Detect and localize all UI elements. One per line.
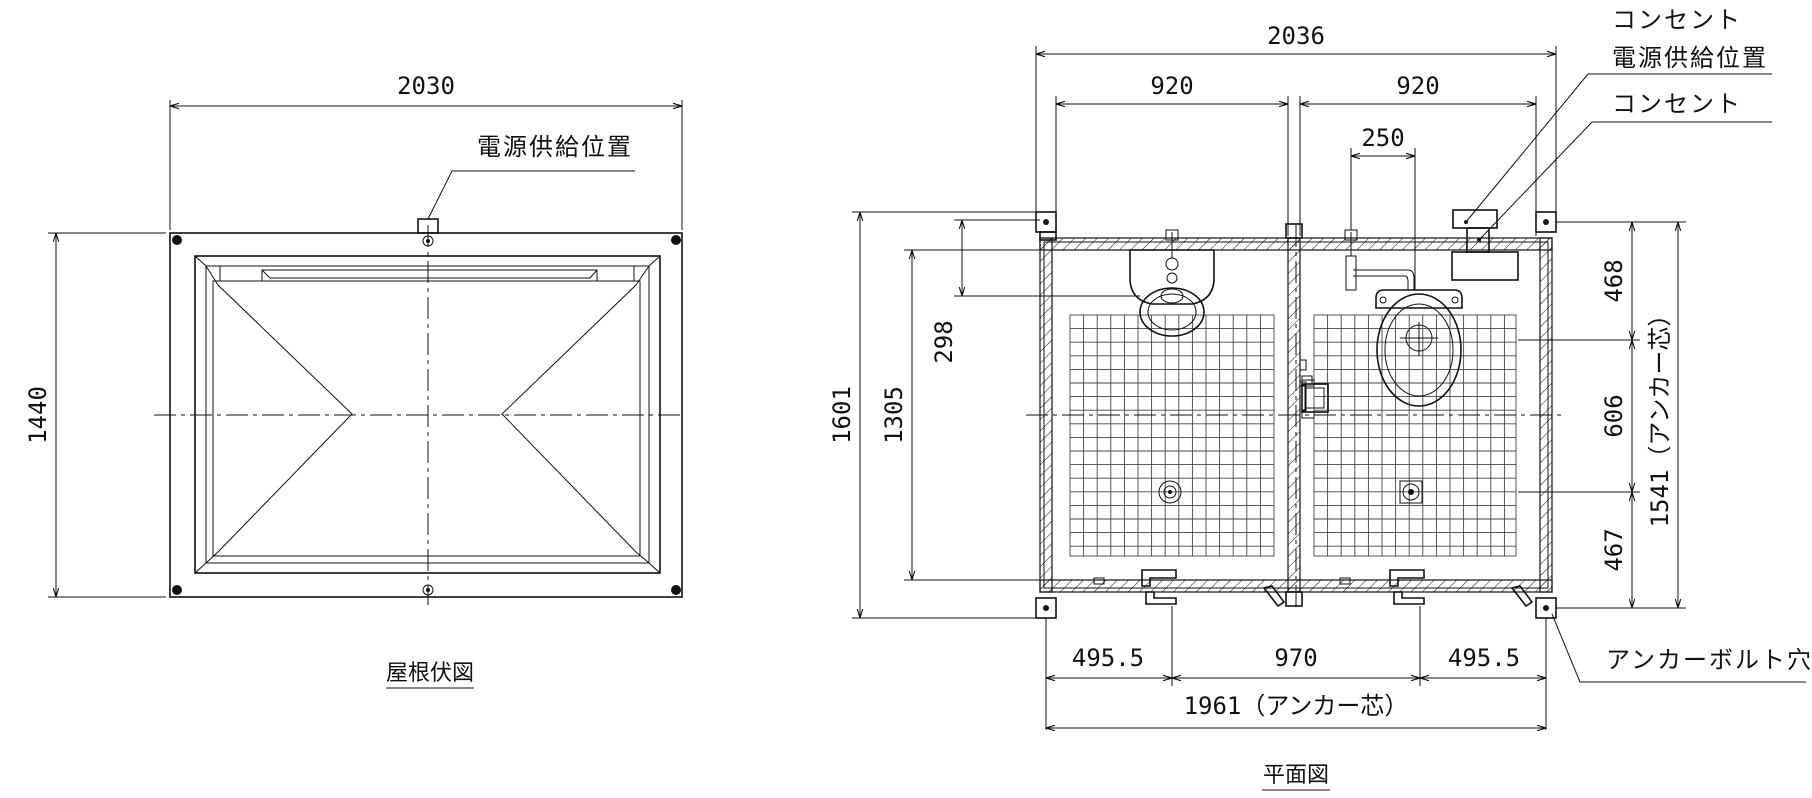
floor-dim-height-total: 1601 [828,386,856,444]
floor-dim-offset: 250 [1361,124,1404,152]
outlet-box [1451,251,1519,281]
floor-dim-right-bottom: 467 [1600,528,1628,571]
power-supply-box [1452,209,1498,229]
floor-plan: 2036 920 920 250 1601 1305 298 [828,6,1812,791]
floor-dim-room-right: 920 [1396,72,1439,100]
roof-dim-width: 2030 [397,72,455,100]
label-outlet-1: コンセント [1612,6,1742,34]
roof-plan-title: 屋根伏図 [386,661,474,686]
floor-dim-bottom-total: 1961（アンカー芯） [1184,692,1409,720]
roof-plan: 電源供給位置 2030 1440 屋根伏図 [24,72,685,689]
bolt-icon [172,585,182,595]
roof-hip-right [501,284,637,553]
label-outlet-2: コンセント [1612,90,1742,118]
bolt-icon [172,235,182,245]
roof-power-label: 電源供給位置 [477,133,633,161]
leader-outlet [1478,121,1772,241]
floor-dim-bottom-left: 495.5 [1072,644,1144,672]
label-power-supply: 電源供給位置 [1612,44,1768,72]
bolt-icon [422,584,434,596]
label-anchor: アンカーボルト穴 [1606,646,1812,674]
floor-dim-height-inner: 1305 [880,386,908,444]
floor-dim-bottom-right: 495.5 [1448,644,1520,672]
door-hardware [1093,569,1534,608]
roof-gutter [219,266,635,282]
floor-dim-bottom-mid: 970 [1274,644,1317,672]
leader-anchor [1551,613,1806,683]
floor-dim-total-width: 2036 [1267,22,1325,50]
floor-grid-right [1313,314,1517,557]
bolt-icon [671,585,681,595]
toilet-icon [1344,229,1463,407]
floor-drain-icon [1158,480,1182,504]
floor-grid-left [1069,314,1275,557]
bolt-icon [422,235,434,247]
roof-dim-height: 1440 [24,386,52,444]
floor-dim-right-mid: 606 [1600,394,1628,437]
roof-inner-frame-3 [212,280,641,557]
floor-drain-icon [1399,480,1423,504]
bolt-icon [671,235,681,245]
roof-gutter-inner [261,269,598,279]
roof-hip-left [217,284,353,553]
urinal-icon [1129,229,1215,337]
floor-dim-right-top: 468 [1600,259,1628,302]
floor-plan-title: 平面図 [1263,763,1329,788]
floor-dim-room-left: 920 [1150,72,1193,100]
floor-dim-small: 298 [930,320,958,363]
power-leader [427,170,635,220]
floor-dim-right-total: 1541（アンカー芯） [1646,303,1674,528]
leader-power [1465,73,1772,223]
